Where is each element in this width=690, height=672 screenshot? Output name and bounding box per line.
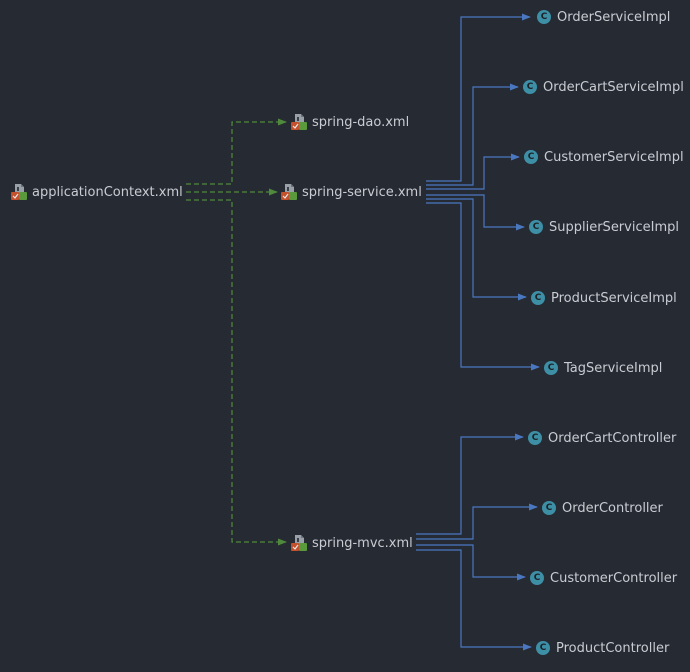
- class-icon: C: [524, 150, 538, 164]
- node-label: TagServiceImpl: [564, 360, 663, 376]
- edge-mvc-to-product-controller: [416, 549, 532, 651]
- class-icon: C: [544, 361, 558, 375]
- class-icon: C: [523, 80, 537, 94]
- node-order-controller[interactable]: C OrderController: [542, 498, 663, 518]
- node-label: CustomerController: [550, 570, 678, 586]
- node-label: SupplierServiceImpl: [549, 219, 679, 235]
- class-icon: C: [536, 641, 550, 655]
- node-label: CustomerServiceImpl: [544, 149, 684, 165]
- node-label: spring-mvc.xml: [312, 535, 413, 551]
- class-icon: C: [537, 10, 551, 24]
- edge-mvc-to-customer-controller: [416, 544, 526, 581]
- node-supplier-service-impl[interactable]: C SupplierServiceImpl: [529, 217, 679, 237]
- node-customer-service-impl[interactable]: C CustomerServiceImpl: [524, 147, 684, 167]
- edge-root-to-mvc: [186, 199, 287, 546]
- spring-xml-icon: [291, 535, 307, 551]
- edge-service-to-supplier-service: [426, 194, 525, 231]
- edge-root-to-dao: [186, 118, 287, 185]
- node-label: OrderCartController: [548, 430, 677, 446]
- class-icon: C: [528, 431, 542, 445]
- edge-service-to-order-service: [426, 13, 531, 182]
- node-label: ProductController: [556, 640, 670, 656]
- node-label: applicationContext.xml: [32, 184, 183, 200]
- edge-mvc-to-order-controller: [416, 503, 538, 540]
- node-ordercart-service-impl[interactable]: C OrderCartServiceImpl: [523, 77, 684, 97]
- spring-xml-icon: [281, 184, 297, 200]
- node-label: spring-service.xml: [302, 184, 422, 200]
- class-icon: C: [530, 571, 544, 585]
- spring-xml-icon: [291, 114, 307, 130]
- edge-service-to-customer-service: [426, 153, 520, 190]
- class-icon: C: [529, 220, 543, 234]
- node-ordercart-controller[interactable]: C OrderCartController: [528, 428, 676, 448]
- node-spring-mvc[interactable]: spring-mvc.xml: [290, 533, 413, 553]
- class-icon: C: [542, 501, 556, 515]
- edge-service-to-tag-service: [426, 202, 540, 371]
- node-spring-service[interactable]: spring-service.xml: [280, 182, 422, 202]
- node-customer-controller[interactable]: C CustomerController: [530, 568, 677, 588]
- edge-mvc-to-ordercart-controller: [416, 433, 524, 535]
- node-tag-service-impl[interactable]: C TagServiceImpl: [544, 358, 662, 378]
- edge-service-to-product-service: [426, 198, 527, 301]
- node-product-controller[interactable]: C ProductController: [536, 638, 669, 658]
- node-label: ProductServiceImpl: [551, 290, 677, 306]
- node-label: OrderController: [562, 500, 663, 516]
- node-label: spring-dao.xml: [312, 114, 410, 130]
- node-product-service-impl[interactable]: C ProductServiceImpl: [531, 288, 677, 308]
- spring-xml-icon: [11, 184, 27, 200]
- node-order-service-impl[interactable]: C OrderServiceImpl: [537, 7, 670, 27]
- node-spring-dao[interactable]: spring-dao.xml: [290, 112, 409, 132]
- node-application-context[interactable]: applicationContext.xml: [10, 182, 183, 202]
- node-label: OrderCartServiceImpl: [543, 79, 684, 95]
- node-label: OrderServiceImpl: [557, 9, 671, 25]
- class-icon: C: [531, 291, 545, 305]
- edge-service-to-ordercart-service: [426, 83, 519, 186]
